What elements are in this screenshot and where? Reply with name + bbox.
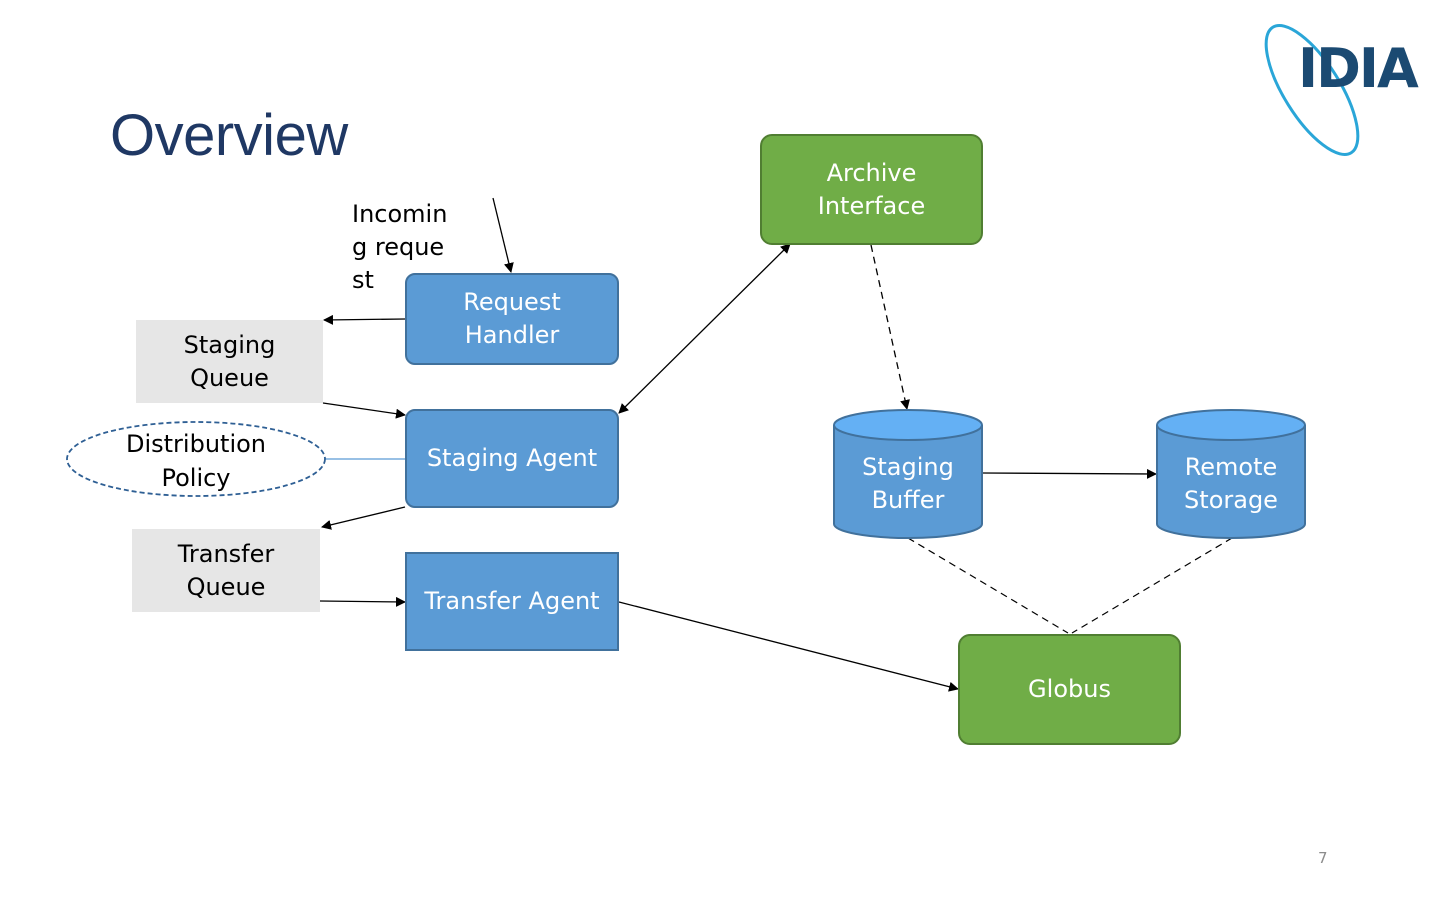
incoming-request-label: Incoming request	[352, 200, 448, 294]
agent-archive-arrow	[618, 243, 791, 414]
idia-logo	[1264, 24, 1360, 156]
page-number: 7	[1318, 849, 1328, 867]
buffer-globus-link	[907, 537, 1069, 634]
staging-queue: Staging Queue	[136, 320, 323, 403]
transfer-agent-to-globus-arrow	[618, 601, 959, 692]
request-handler-node: Request Handler	[405, 273, 619, 365]
distribution-policy-shape	[66, 421, 326, 497]
handler-to-staging-queue-arrow	[323, 314, 406, 325]
request-handler-label: Request Handler	[463, 288, 561, 349]
staging-buffer-text: Staging Buffer	[862, 453, 954, 514]
incoming-arrow	[492, 197, 514, 273]
staging-agent-node: Staging Agent	[405, 409, 619, 508]
archive-interface-label: Archive Interface	[817, 158, 926, 220]
agent-to-transfer-queue-arrow	[321, 506, 406, 530]
transfer-agent-label: Transfer Agent	[424, 587, 600, 615]
transfer-agent-node: Transfer Agent	[405, 552, 619, 651]
remote-globus-link	[1071, 537, 1233, 634]
staging-queue-to-agent-arrow	[322, 402, 406, 419]
remote-storage-label: Remote Storage	[1157, 442, 1305, 526]
transfer-queue: Transfer Queue	[132, 529, 320, 612]
archive-interface-node: Archive Interface	[760, 134, 983, 245]
transfer-queue-to-agent-arrow	[319, 596, 406, 607]
buffer-to-remote-arrow	[982, 468, 1157, 479]
remote-storage-cylinder	[1156, 409, 1306, 539]
transfer-queue-label: Transfer Queue	[177, 539, 275, 601]
remote-storage-text: Remote Storage	[1184, 453, 1278, 514]
staging-agent-label: Staging Agent	[426, 444, 598, 472]
staging-buffer-label: Staging Buffer	[834, 442, 982, 526]
distribution-policy-label: Distribution Policy	[125, 430, 266, 492]
logo-text: IDIA	[1298, 37, 1419, 100]
globus-node: Globus	[958, 634, 1181, 745]
slide-title: Overview	[110, 103, 348, 168]
staging-buffer-cylinder	[833, 409, 983, 539]
archive-to-buffer-arrow	[870, 244, 910, 410]
globus-label: Globus	[1028, 675, 1111, 703]
staging-queue-label: Staging Queue	[183, 330, 276, 392]
